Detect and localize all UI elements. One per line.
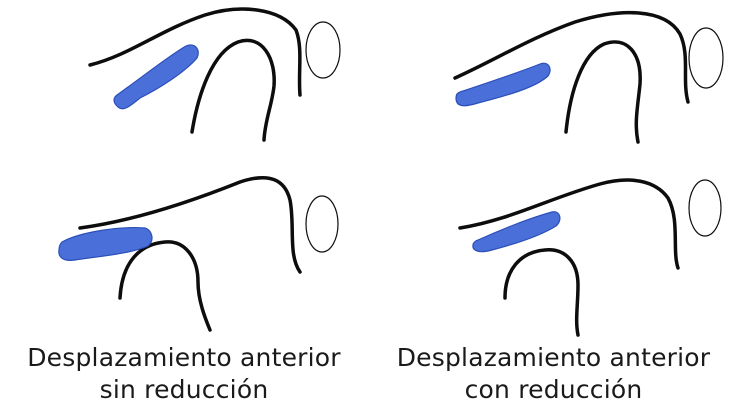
caption-without-reduction: Desplazamiento anterior sin reducción (0, 342, 368, 412)
caption-left-line1: Desplazamiento anterior (0, 342, 368, 374)
fossa-eminence-outline (460, 180, 678, 268)
articular-disc (114, 45, 198, 109)
panel-bottom-right (460, 180, 721, 335)
articular-disc (473, 212, 560, 252)
articular-disc (59, 228, 152, 261)
panel-top-right (455, 13, 723, 142)
ear-canal (689, 180, 721, 236)
caption-right-line1: Desplazamiento anterior (370, 342, 737, 374)
condyle-outline (120, 242, 210, 330)
panel-top-left (90, 9, 340, 140)
fossa-eminence-outline (80, 178, 300, 272)
panel-bottom-left (59, 178, 338, 330)
condyle-outline (192, 40, 274, 140)
caption-right-line2: con reducción (370, 374, 737, 406)
ear-canal (306, 22, 340, 78)
condyle-outline (505, 250, 578, 335)
ear-canal (689, 28, 723, 88)
caption-with-reduction: Desplazamiento anterior con reducción (370, 342, 737, 412)
caption-left-line2: sin reducción (0, 374, 368, 406)
condyle-outline (566, 42, 640, 142)
ear-canal (306, 196, 338, 252)
